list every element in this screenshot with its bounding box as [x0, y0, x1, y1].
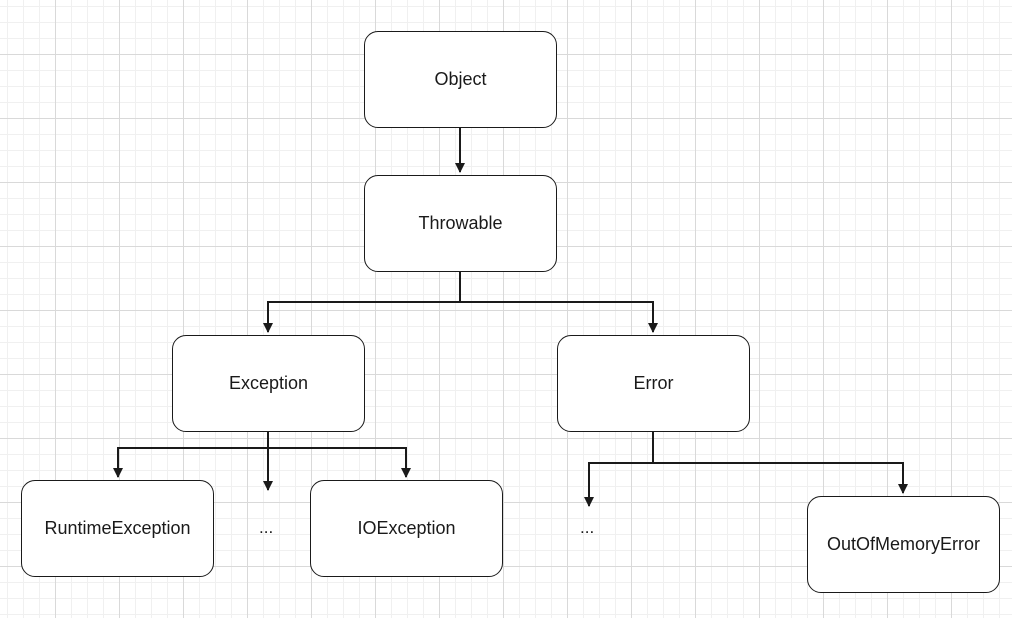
exception-node: Exception [172, 335, 365, 432]
edge-error-oom [653, 462, 908, 494]
io-exception-node: IOException [310, 480, 503, 577]
runtime-exception-node: RuntimeException [21, 480, 214, 577]
edge-error-ellipsis [584, 432, 654, 507]
edge-exception-io [268, 447, 411, 478]
edge-throwable-branch [263, 272, 461, 333]
throwable-node: Throwable [364, 175, 557, 272]
exception-more-ellipsis: ... [259, 518, 274, 537]
error-more-ellipsis: ... [580, 518, 595, 537]
edge-throwable-error [460, 301, 658, 333]
out-of-memory-error-node: OutOfMemoryError [807, 496, 1000, 593]
object-node: Object [364, 31, 557, 128]
error-node: Error [557, 335, 750, 432]
edge-exception-runtime [113, 432, 269, 478]
